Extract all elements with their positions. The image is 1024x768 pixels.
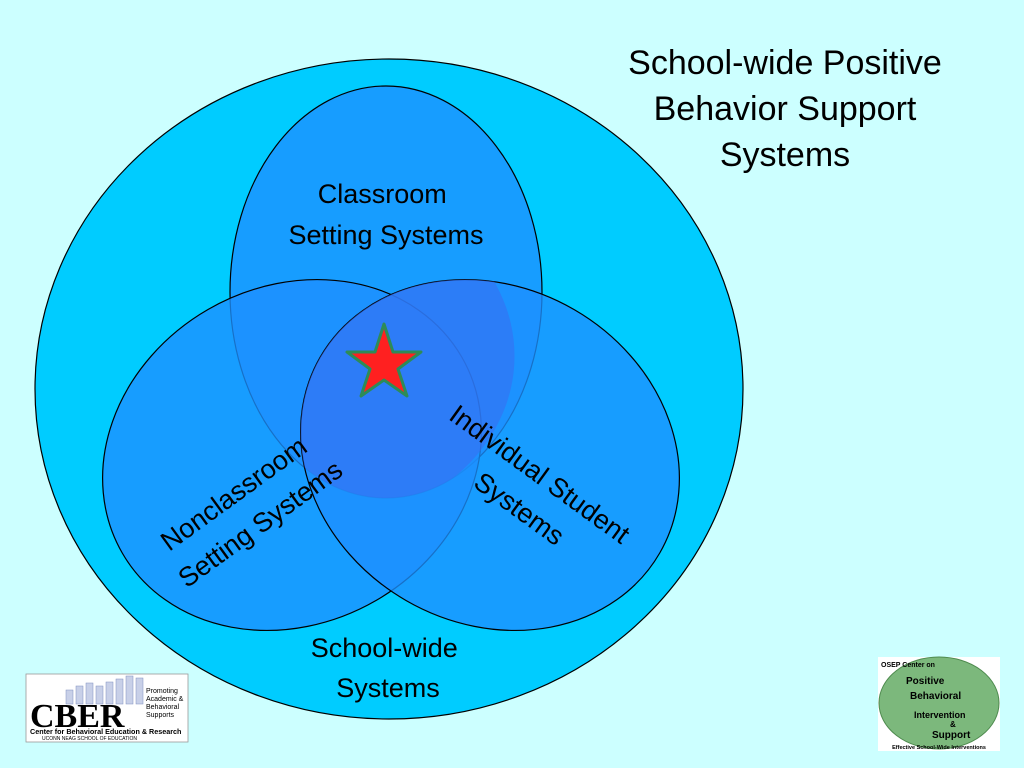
school-wide-label: School-wide Systems [311, 633, 466, 703]
pbis-header: OSEP Center on [881, 662, 935, 669]
pbis-words: Positive Behavioral Intervention & Suppo… [906, 676, 971, 741]
pbis-footer: Effective School-Wide Interventions [892, 745, 986, 751]
pbis-logo: OSEP Center on Positive Behavioral Inter… [878, 656, 1000, 751]
cber-logo: CBER Promoting Academic & Behavioral Sup… [25, 673, 189, 743]
title-line-2: Behavior Support [653, 90, 917, 128]
classroom-label: Classroom Setting Systems [288, 179, 483, 250]
title-line-3: Systems [719, 136, 851, 174]
cber-tagline: Promoting Academic & Behavioral Supports [146, 688, 185, 719]
cber-name: Center for Behavioral Education & Resear… [30, 727, 181, 736]
slide-title: School-wide Positive Behavior Support Sy… [570, 40, 1000, 178]
cber-letters: CBER [30, 698, 125, 735]
cber-school: UCONN NEAG SCHOOL OF EDUCATION [42, 736, 137, 742]
title-line-1: School-wide Positive [628, 44, 942, 82]
star-icon [345, 322, 423, 398]
